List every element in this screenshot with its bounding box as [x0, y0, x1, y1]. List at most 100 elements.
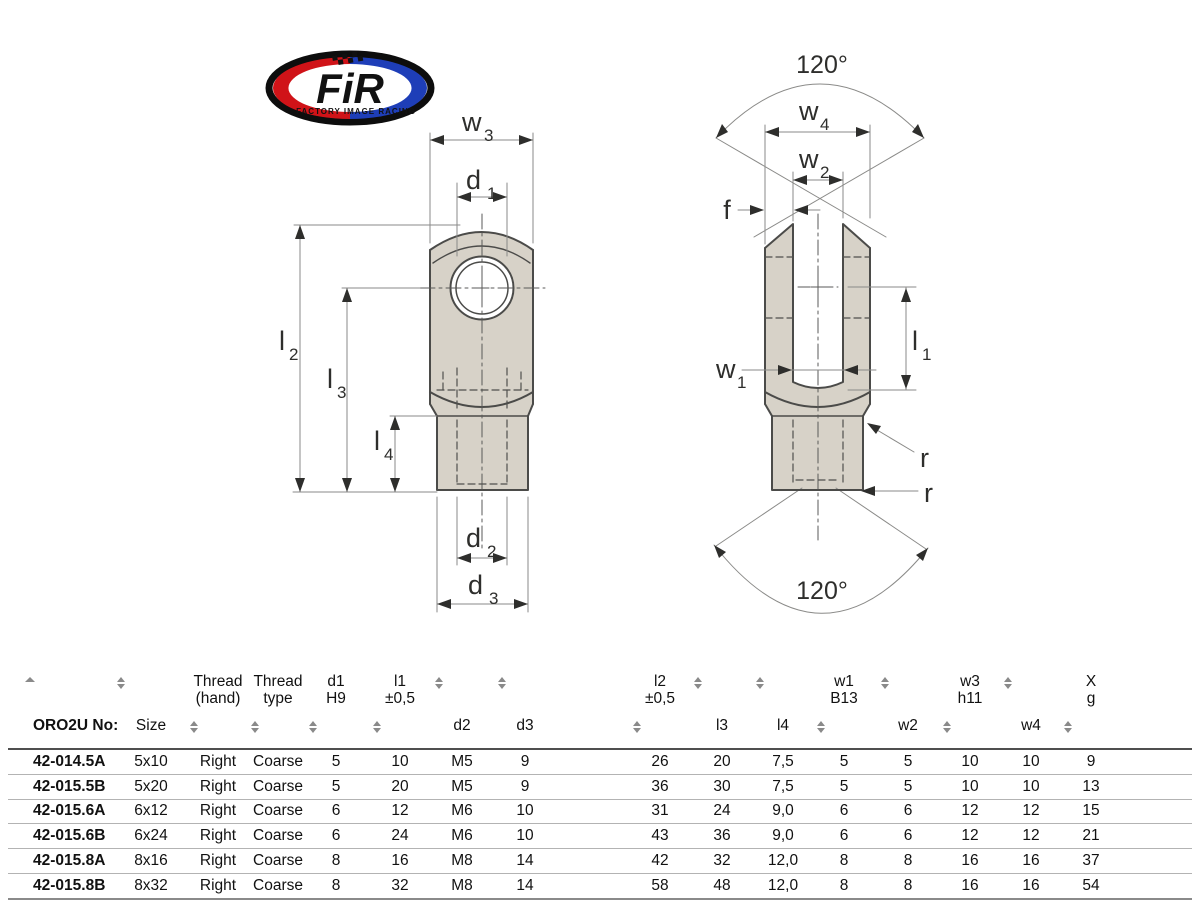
part-number-cell: 42-015.8A	[33, 852, 106, 870]
table-cell: Coarse	[253, 852, 303, 870]
table-cell: 20	[391, 777, 409, 795]
table-cell: 6	[331, 827, 341, 845]
sort-updown-icon[interactable]	[117, 677, 125, 689]
sort-updown-icon[interactable]	[756, 677, 764, 689]
sort-updown-icon[interactable]	[190, 721, 198, 733]
table-cell: 16	[391, 852, 409, 870]
table-cell: 5	[903, 752, 913, 770]
column-header[interactable]: Thread(hand)	[193, 673, 242, 707]
table-cell: Right	[199, 752, 237, 770]
table-cell: M6	[451, 802, 473, 820]
svg-text:2: 2	[289, 345, 298, 364]
column-header-line: d3	[516, 717, 534, 734]
table-cell: 8	[839, 876, 849, 894]
table-cell: Right	[199, 827, 237, 845]
table-cell: 16	[961, 852, 979, 870]
table-cell: Coarse	[253, 777, 303, 795]
table-cell: 8	[331, 852, 341, 870]
table-cell: 9	[520, 752, 530, 770]
column-header-line: w4	[1021, 717, 1041, 734]
sort-ascending-icon[interactable]	[25, 677, 35, 682]
table-cell: 8	[903, 876, 913, 894]
column-header[interactable]: w4	[1021, 717, 1041, 734]
table-cell: 15	[1082, 802, 1100, 820]
front-view-drawing: 120° w 4 w 2 f w 1 l 1 r r 120°	[713, 51, 933, 614]
table-cell: M8	[451, 876, 473, 894]
table-cell: Coarse	[253, 752, 303, 770]
table-cell: 36	[651, 777, 669, 795]
column-header-line: ORO2U No:	[33, 717, 119, 734]
column-header-line: l1	[393, 673, 407, 690]
column-header-line: ±0,5	[384, 690, 416, 707]
table-cell: 10	[961, 752, 979, 770]
sort-updown-icon[interactable]	[373, 721, 381, 733]
table-cell: 12	[961, 827, 979, 845]
sort-updown-icon[interactable]	[881, 677, 889, 689]
svg-text:3: 3	[337, 383, 346, 402]
column-header[interactable]: l1±0,5	[385, 673, 415, 707]
table-cell: 5	[331, 752, 341, 770]
column-header-line: Size	[135, 717, 167, 734]
part-number-cell: 42-015.8B	[33, 876, 106, 894]
dim-label-f: f	[723, 195, 731, 225]
column-header[interactable]: l3	[716, 717, 728, 734]
sort-updown-icon[interactable]	[633, 721, 641, 733]
table-cell: 9,0	[772, 802, 794, 820]
column-header[interactable]: Size	[136, 717, 166, 734]
column-header[interactable]: l2±0,5	[645, 673, 675, 707]
table-cell: 54	[1082, 876, 1100, 894]
sort-updown-icon[interactable]	[1004, 677, 1012, 689]
sort-updown-icon[interactable]	[694, 677, 702, 689]
checkered-flag-icon	[332, 51, 364, 65]
table-cell: 6x24	[134, 827, 168, 845]
column-header[interactable]: l4	[777, 717, 789, 734]
table-cell: M8	[451, 852, 473, 870]
table-cell: 30	[713, 777, 731, 795]
svg-text:3: 3	[484, 126, 493, 145]
table-cell: 31	[651, 802, 669, 820]
sort-updown-icon[interactable]	[817, 721, 825, 733]
table-cell: Coarse	[253, 827, 303, 845]
svg-text:2: 2	[820, 163, 829, 182]
column-header-line: d2	[453, 717, 471, 734]
table-cell: 5x10	[134, 752, 168, 770]
sort-updown-icon[interactable]	[435, 677, 443, 689]
column-header-line: H9	[326, 690, 346, 707]
sort-updown-icon[interactable]	[309, 721, 317, 733]
dim-label-l1: l	[912, 326, 918, 356]
sort-updown-icon[interactable]	[498, 677, 506, 689]
dim-label-d3: d	[468, 570, 483, 600]
column-header-line: l3	[715, 717, 729, 734]
sort-updown-icon[interactable]	[943, 721, 951, 733]
angle-label-bottom: 120°	[796, 577, 848, 605]
table-cell: 5	[903, 777, 913, 795]
logo-text: FiR	[316, 65, 384, 112]
column-header[interactable]: w2	[898, 717, 918, 734]
svg-text:1: 1	[487, 184, 496, 203]
sort-updown-icon[interactable]	[251, 721, 259, 733]
column-header-line: Thread	[193, 673, 243, 690]
table-cell: 48	[713, 876, 731, 894]
fir-logo: FiR FACTORY IMAGE RACING	[265, 50, 435, 126]
part-number-cell: 42-014.5A	[33, 752, 106, 770]
table-cell: Coarse	[253, 802, 303, 820]
column-header[interactable]: d2	[453, 717, 470, 734]
table-cell: 5	[839, 752, 849, 770]
dim-label-d1: d	[466, 165, 481, 195]
column-header[interactable]: d3	[516, 717, 533, 734]
column-header[interactable]: ORO2U No:	[33, 717, 118, 734]
table-cell: 5	[331, 777, 341, 795]
table-cell: 8	[331, 876, 341, 894]
sort-updown-icon[interactable]	[1064, 721, 1072, 733]
table-cell: 12	[1022, 802, 1040, 820]
table-cell: 8x32	[134, 876, 168, 894]
technical-drawing: FiR FACTORY IMAGE RACING	[265, 50, 933, 614]
table-cell: 37	[1082, 852, 1100, 870]
